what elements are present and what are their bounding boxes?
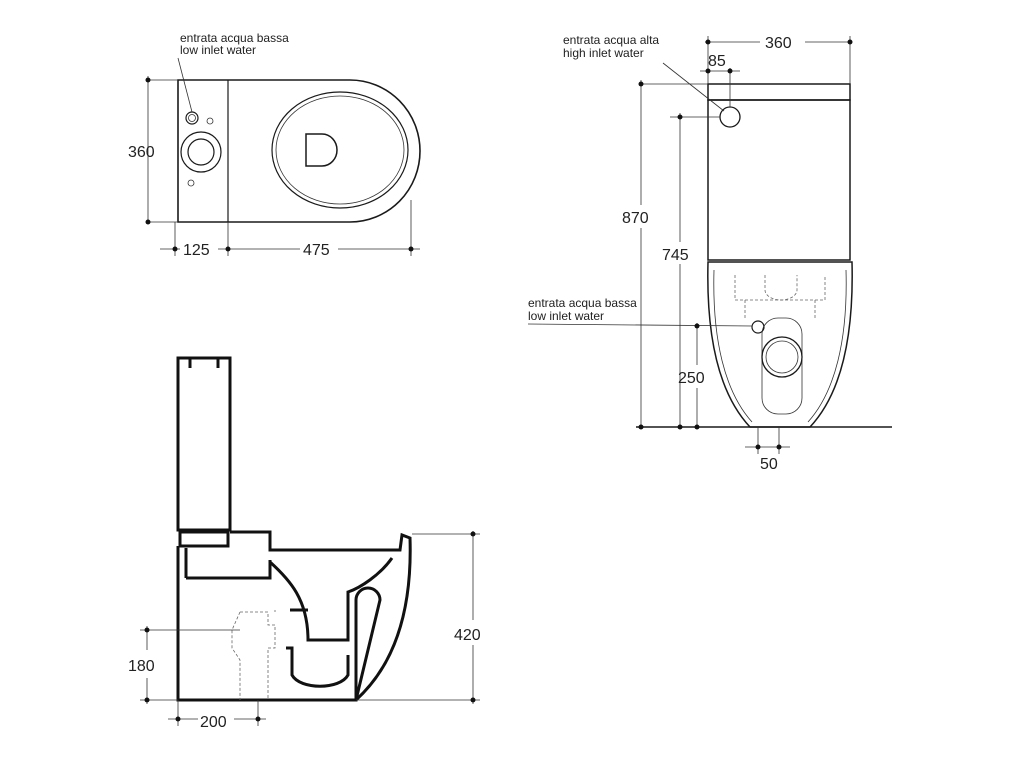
top-length-dot-mid [225, 246, 231, 252]
front-width-dot-right [847, 39, 853, 45]
front-outlet-ring [761, 336, 803, 378]
front-high-inlet-height-dot-bottom [677, 424, 683, 430]
front-outlet-offset-dot-left [755, 444, 761, 450]
side-bowl-outline [230, 530, 412, 702]
side-tank-lid [176, 356, 232, 372]
front-low-inlet-note-it: entrata acqua bassa [528, 296, 637, 310]
side-tank-base [178, 530, 230, 548]
front-high-inlet-leader [662, 62, 725, 112]
front-trap-hidden [734, 275, 826, 318]
side-bowl-top-shelf [184, 548, 272, 580]
side-height-dot-bottom [470, 697, 476, 703]
front-offset-dot-left [705, 68, 711, 74]
seat-d-symbol [305, 133, 338, 167]
top-tank-depth-label: 125 [183, 242, 210, 259]
front-tank-lid [707, 83, 851, 101]
side-view: 420 180 200 [128, 356, 481, 731]
front-total-height-dot-top [638, 81, 644, 87]
front-outlet-offset-label: 50 [760, 456, 778, 473]
front-outlet-offset-dot-right [776, 444, 782, 450]
flush-button-inner [187, 138, 215, 166]
front-high-inlet-note-en: high inlet water [563, 46, 644, 60]
side-height-label: 420 [454, 627, 481, 644]
side-outlet-height-dot-top [144, 627, 150, 633]
top-length-dot-right [408, 246, 414, 252]
front-width-dot-left [705, 39, 711, 45]
side-height-dot-top [470, 531, 476, 537]
side-outlet-hidden [231, 610, 276, 700]
front-bowl-inner-right [807, 269, 847, 423]
side-bowl-body [176, 546, 382, 702]
top-width-dot-bottom [145, 219, 151, 225]
front-total-height-label: 870 [622, 210, 649, 227]
front-high-inlet-note-it: entrata acqua alta [563, 33, 659, 47]
flush-button-outer [180, 131, 222, 173]
front-high-inlet-height-label: 745 [662, 247, 689, 264]
side-outlet-height-label: 180 [128, 658, 155, 675]
top-view: entrata acqua bassa low inlet water 360 … [128, 31, 421, 259]
low-inlet-hole [751, 320, 765, 334]
side-outlet-distance-dot-left [175, 716, 181, 722]
side-tank-outline [176, 356, 232, 532]
front-width-label: 360 [765, 35, 792, 52]
front-total-height-dot-bottom [638, 424, 644, 430]
front-low-inlet-note-en: low inlet water [528, 309, 604, 323]
top-width-dot-top [145, 77, 151, 83]
seat-inner [275, 95, 405, 205]
front-bowl-inner-left [713, 269, 753, 423]
side-outlet-distance-label: 200 [200, 714, 227, 731]
side-outlet-height-dot-bottom [144, 697, 150, 703]
seat-outline [271, 91, 409, 209]
front-low-inlet-height-label: 250 [678, 370, 705, 387]
front-tank-body [707, 99, 851, 261]
side-outlet-distance-dot-right [255, 716, 261, 722]
front-outlet-ring-inner [765, 340, 799, 374]
inlet-hole [185, 111, 199, 125]
front-bowl-outline [707, 261, 853, 428]
top-view-outline [177, 79, 421, 223]
fixing-hole-top [206, 117, 214, 125]
side-trap [268, 557, 394, 688]
front-low-inlet-height-dot-bottom [694, 424, 700, 430]
top-length-dot-left [172, 246, 178, 252]
inlet-hole-inner [188, 114, 196, 122]
front-rim-hidden [764, 275, 798, 301]
top-inlet-leader [177, 57, 193, 113]
fixing-hole-bottom [187, 179, 195, 187]
front-outlet-channel [761, 317, 803, 415]
top-inlet-note-it: entrata acqua bassa [180, 31, 289, 45]
front-offset-dot-right [727, 68, 733, 74]
top-bowl-length-label: 475 [303, 242, 330, 259]
top-inlet-note-en: low inlet water [180, 43, 256, 57]
front-low-inlet-leader [527, 323, 753, 327]
front-offset-label: 85 [708, 53, 726, 70]
front-high-inlet-height-dot-top [677, 114, 683, 120]
front-view: entrata acqua alta high inlet water entr… [527, 33, 892, 473]
front-low-inlet-height-dot-top [694, 323, 700, 329]
top-width-label: 360 [128, 144, 155, 161]
